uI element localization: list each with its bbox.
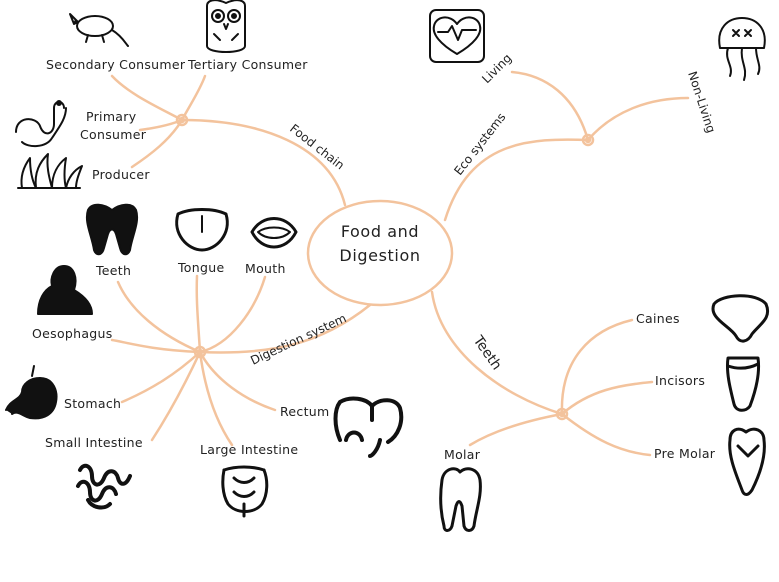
link-molar <box>468 412 564 447</box>
grass-icon <box>17 153 83 189</box>
link-mouth <box>198 275 267 354</box>
junction-teeth <box>555 407 569 421</box>
mouth-icon <box>248 208 298 258</box>
center-title-line2: Digestion <box>339 246 421 265</box>
oesophagus-icon <box>37 265 93 315</box>
center-node: Food and Digestion <box>320 220 440 268</box>
label-stomach: Stomach <box>64 396 122 411</box>
junction-digestion-inner <box>196 348 204 356</box>
worm-icon <box>15 100 67 148</box>
link-rectum <box>198 350 277 412</box>
label-small-intestine: Small Intestine <box>45 435 143 450</box>
label-incisors: Incisors <box>655 373 706 388</box>
junction-teeth-inner <box>558 410 566 418</box>
tooth-icon <box>85 203 139 256</box>
junction-digestion <box>193 345 207 359</box>
link-large-intestine <box>198 350 234 447</box>
branch-food-chain <box>180 118 347 207</box>
rectum-icon <box>333 396 404 458</box>
link-stomach <box>120 350 202 404</box>
label-rectum: Rectum <box>280 404 330 419</box>
link-incisors <box>560 380 654 416</box>
link-primary-consumer <box>138 118 184 132</box>
branch-digestion-system <box>198 303 372 354</box>
link-pre-molar <box>560 412 652 457</box>
link-non-living <box>586 96 690 142</box>
branch-label-eco-systems: Eco systems <box>451 110 508 178</box>
large-intestine-icon <box>221 465 269 518</box>
link-teeth <box>116 280 202 354</box>
center-node-outline <box>306 199 454 307</box>
label-teeth: Teeth <box>96 263 132 278</box>
label-primary-line2: Consumer <box>80 127 147 142</box>
canine-tooth-icon <box>711 294 769 343</box>
link-small-intestine <box>150 350 202 442</box>
incisor-tooth-icon <box>726 356 760 412</box>
heart-monitor-icon <box>429 9 485 63</box>
link-tertiary-consumer <box>180 74 207 122</box>
owl-icon <box>206 0 246 53</box>
junction-food-chain-inner <box>178 116 186 124</box>
molar-tooth-icon <box>439 467 482 532</box>
label-molar: Molar <box>444 447 481 462</box>
branch-eco-systems <box>443 138 590 222</box>
link-oesophagus <box>110 338 202 354</box>
center-title-line1: Food and <box>340 222 420 241</box>
label-large-intestine: Large Intestine <box>200 442 299 457</box>
label-oesophagus: Oesophagus <box>32 326 113 341</box>
label-producer: Producer <box>92 167 150 182</box>
jellyfish-icon <box>718 17 766 81</box>
junction-eco-systems <box>581 133 595 147</box>
link-caines <box>560 318 634 416</box>
label-non-living: Non-Living <box>685 70 718 135</box>
branch-teeth <box>430 290 564 416</box>
label-tongue: Tongue <box>178 260 225 275</box>
link-tongue <box>195 274 202 354</box>
branch-label-food-chain: Food chain <box>287 121 347 172</box>
label-mouth: Mouth <box>245 261 286 276</box>
junction-food-chain <box>175 113 189 127</box>
premolar-tooth-icon <box>728 427 766 496</box>
branch-label-digestion-system: Digestion system <box>248 311 348 368</box>
link-living <box>510 70 590 142</box>
rat-icon <box>69 13 129 47</box>
label-caines: Caines <box>636 311 680 326</box>
link-producer <box>130 118 184 169</box>
junction-eco-systems-inner <box>584 136 592 144</box>
tongue-icon <box>175 208 229 252</box>
label-tertiary-consumer: Tertiary Consumer <box>188 57 308 72</box>
stomach-icon <box>5 365 58 420</box>
label-primary-line1: Primary <box>86 109 137 124</box>
small-intestine-icon <box>76 463 132 510</box>
link-secondary-consumer <box>110 74 184 122</box>
label-pre-molar: Pre Molar <box>654 446 716 461</box>
label-secondary-consumer: Secondary Consumer <box>46 57 186 72</box>
